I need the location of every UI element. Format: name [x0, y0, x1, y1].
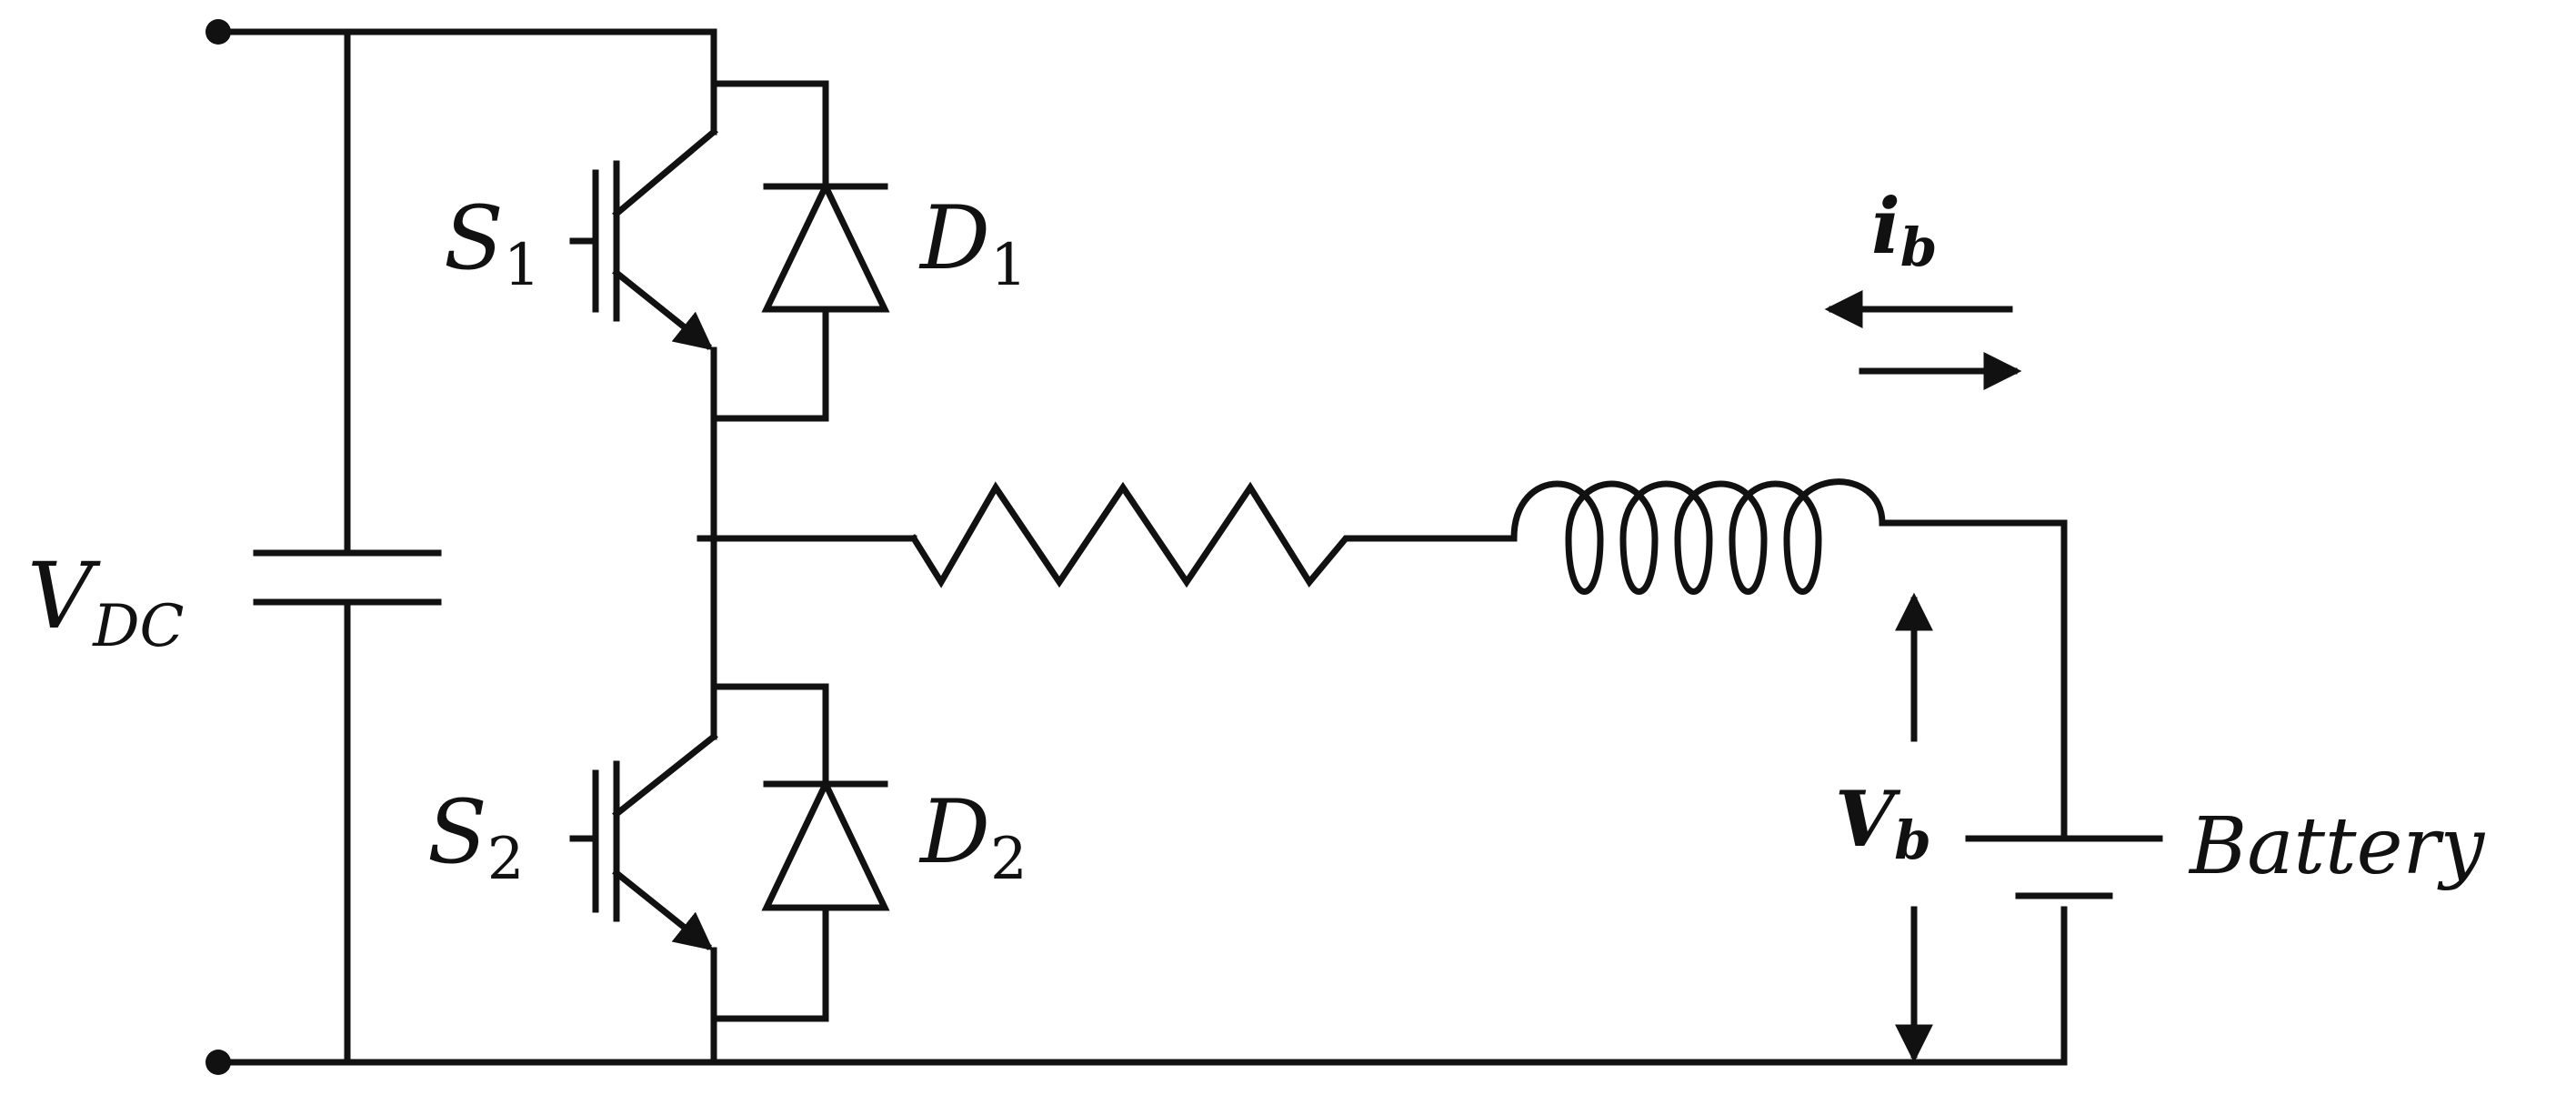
- resistor: [909, 481, 1518, 588]
- top-rail: [215, 28, 717, 87]
- vdc-label: VDC: [27, 543, 185, 660]
- battery: [1965, 835, 2163, 899]
- bottom-rail: [215, 906, 2068, 1066]
- diode-d1: [710, 80, 890, 422]
- diode-d2: [710, 683, 890, 1022]
- battery-wire: [1879, 519, 2068, 842]
- vb-label: Vb: [1835, 774, 1931, 871]
- dc-link-capacitor: [253, 28, 442, 1066]
- s1-label: S1: [444, 187, 540, 299]
- ib-label: ib: [1871, 181, 1937, 278]
- battery-label: Battery: [2188, 801, 2486, 892]
- inductor: [1510, 478, 1886, 595]
- d2-label: D2: [918, 781, 1027, 893]
- s2-label: S2: [427, 781, 524, 893]
- d1-label: D1: [918, 187, 1027, 299]
- igbt-s2: [569, 683, 718, 1066]
- igbt-s1: [569, 80, 718, 449]
